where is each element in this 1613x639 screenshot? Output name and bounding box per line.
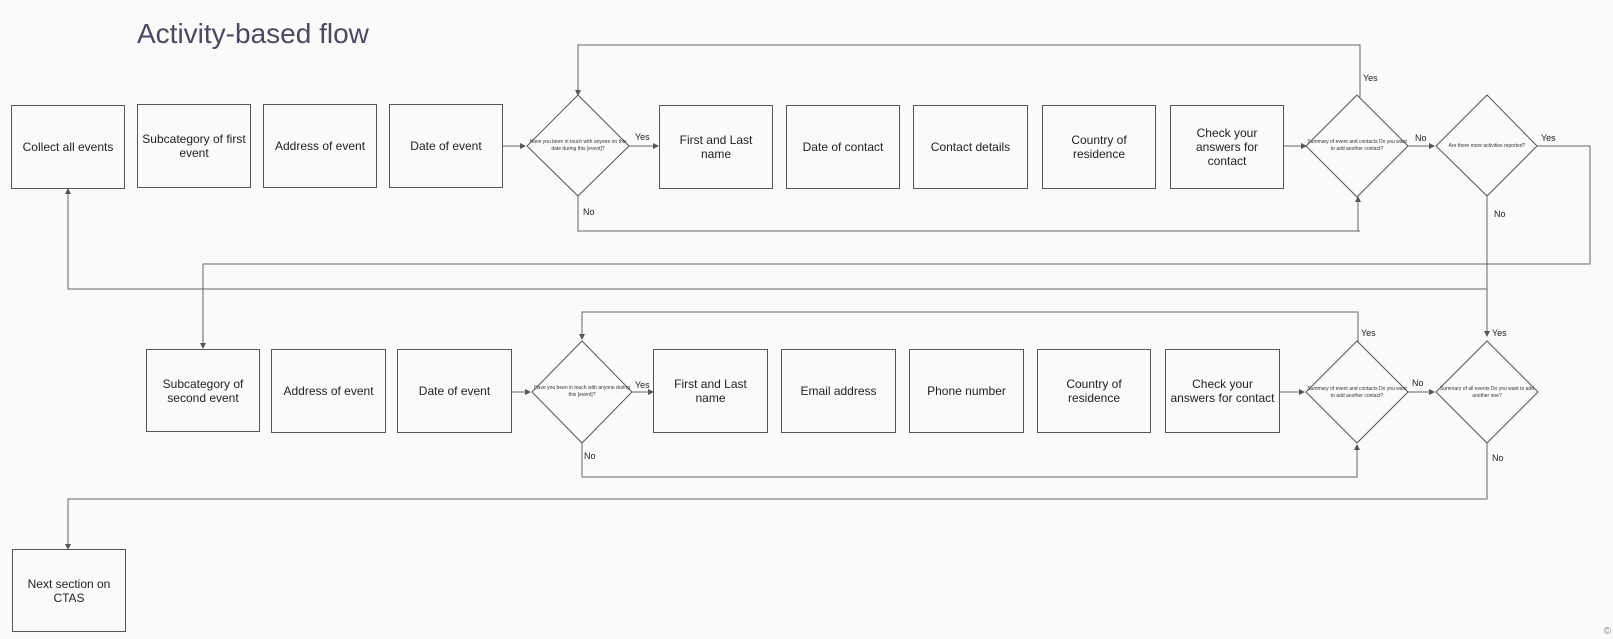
box-check-answers-2[interactable]: Check your answers for contact — [1165, 349, 1280, 433]
box-date-of-event-2[interactable]: Date of event — [397, 349, 512, 433]
box-phone-number[interactable]: Phone number — [909, 349, 1024, 433]
box-next-section[interactable]: Next section on CTAS — [12, 549, 126, 632]
box-collect-all-events[interactable]: Collect all events — [11, 105, 125, 189]
decision-more-shape — [1435, 94, 1538, 197]
decision-touch2-text: Have you been in touch with anyone durin… — [534, 385, 630, 398]
box-contact-details[interactable]: Contact details — [913, 105, 1028, 189]
decision-touch1-shape — [526, 94, 630, 197]
label-yes-touch1: Yes — [635, 132, 650, 142]
box-address-of-event-1[interactable]: Address of event — [263, 104, 377, 188]
label-no-summary-all: No — [1492, 453, 1504, 463]
label-yes-summary-all: Yes — [1492, 328, 1507, 338]
decision-summary1-text: Summary of event and contacts Do you wan… — [1307, 139, 1407, 152]
decision-summary1-shape — [1305, 94, 1409, 198]
box-first-last-name-2[interactable]: First and Last name — [653, 349, 768, 433]
box-subcategory-second-event[interactable]: Subcategory of second event — [146, 349, 260, 432]
decision-more-text: Are there more activities reported? — [1448, 142, 1526, 149]
label-no-touch2: No — [584, 451, 596, 461]
decision-touch2-shape — [531, 340, 633, 444]
label-yes-more: Yes — [1541, 133, 1556, 143]
decision-summary2-shape — [1305, 340, 1409, 444]
box-address-of-event-2[interactable]: Address of event — [271, 349, 386, 433]
label-no-summary2: No — [1412, 378, 1424, 388]
decision-summary-all-text: Summary of all events Do you want to add… — [1440, 386, 1534, 399]
page-title: Activity-based flow — [137, 18, 369, 49]
box-first-last-name-1[interactable]: First and Last name — [659, 105, 773, 189]
box-date-of-event-1[interactable]: Date of event — [389, 104, 503, 188]
decision-touch1-text: Have you been in touch with anyone on th… — [529, 139, 627, 152]
corner-mark: © — [1603, 626, 1611, 637]
label-yes-summary1: Yes — [1363, 73, 1378, 83]
label-no-touch1: No — [583, 207, 595, 217]
box-check-answers-1[interactable]: Check your answers for contact — [1170, 105, 1284, 189]
decision-summary-all-shape — [1435, 340, 1539, 444]
box-date-of-contact[interactable]: Date of contact — [786, 105, 900, 189]
label-no-summary1: No — [1415, 133, 1427, 143]
box-email-address[interactable]: Email address — [781, 349, 896, 433]
box-subcategory-first-event[interactable]: Subcategory of first event — [137, 104, 251, 188]
label-no-more: No — [1494, 209, 1506, 219]
box-country-of-residence-1[interactable]: Country of residence — [1042, 105, 1156, 189]
label-yes-touch2: Yes — [635, 380, 650, 390]
box-country-of-residence-2[interactable]: Country of residence — [1037, 349, 1151, 433]
label-yes-summary2: Yes — [1361, 328, 1376, 338]
decision-summary2-text: Summary of event and contacts Do you wan… — [1307, 386, 1407, 399]
